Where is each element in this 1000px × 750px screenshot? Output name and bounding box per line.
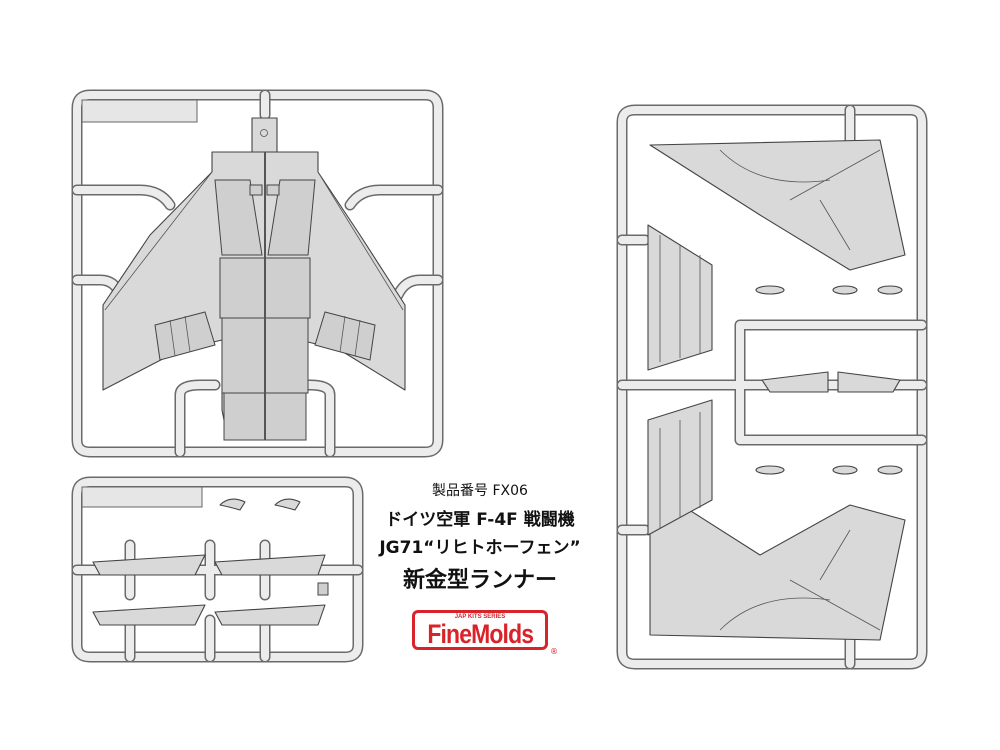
title-line-2: JG71“リヒトホーフェン” [379,538,581,558]
product-number: 製品番号 FX06 [432,483,528,499]
lower-wing-fuselage-part [102,117,406,441]
sprue-tag [81,99,198,123]
registered-mark: ® [550,647,558,656]
title-line-1: ドイツ空軍 F-4F 戦闘機 [385,510,575,530]
sprue-a [71,89,444,458]
logo-brand: FineMolds [427,618,534,649]
finemolds-logo: JAP KITS SERIES FineMolds [412,610,548,650]
sprue-b [71,476,364,663]
logo-tagline: JAP KITS SERIES [454,613,506,620]
title-line-3: 新金型ランナー [402,568,557,593]
sprue-c [616,104,928,670]
